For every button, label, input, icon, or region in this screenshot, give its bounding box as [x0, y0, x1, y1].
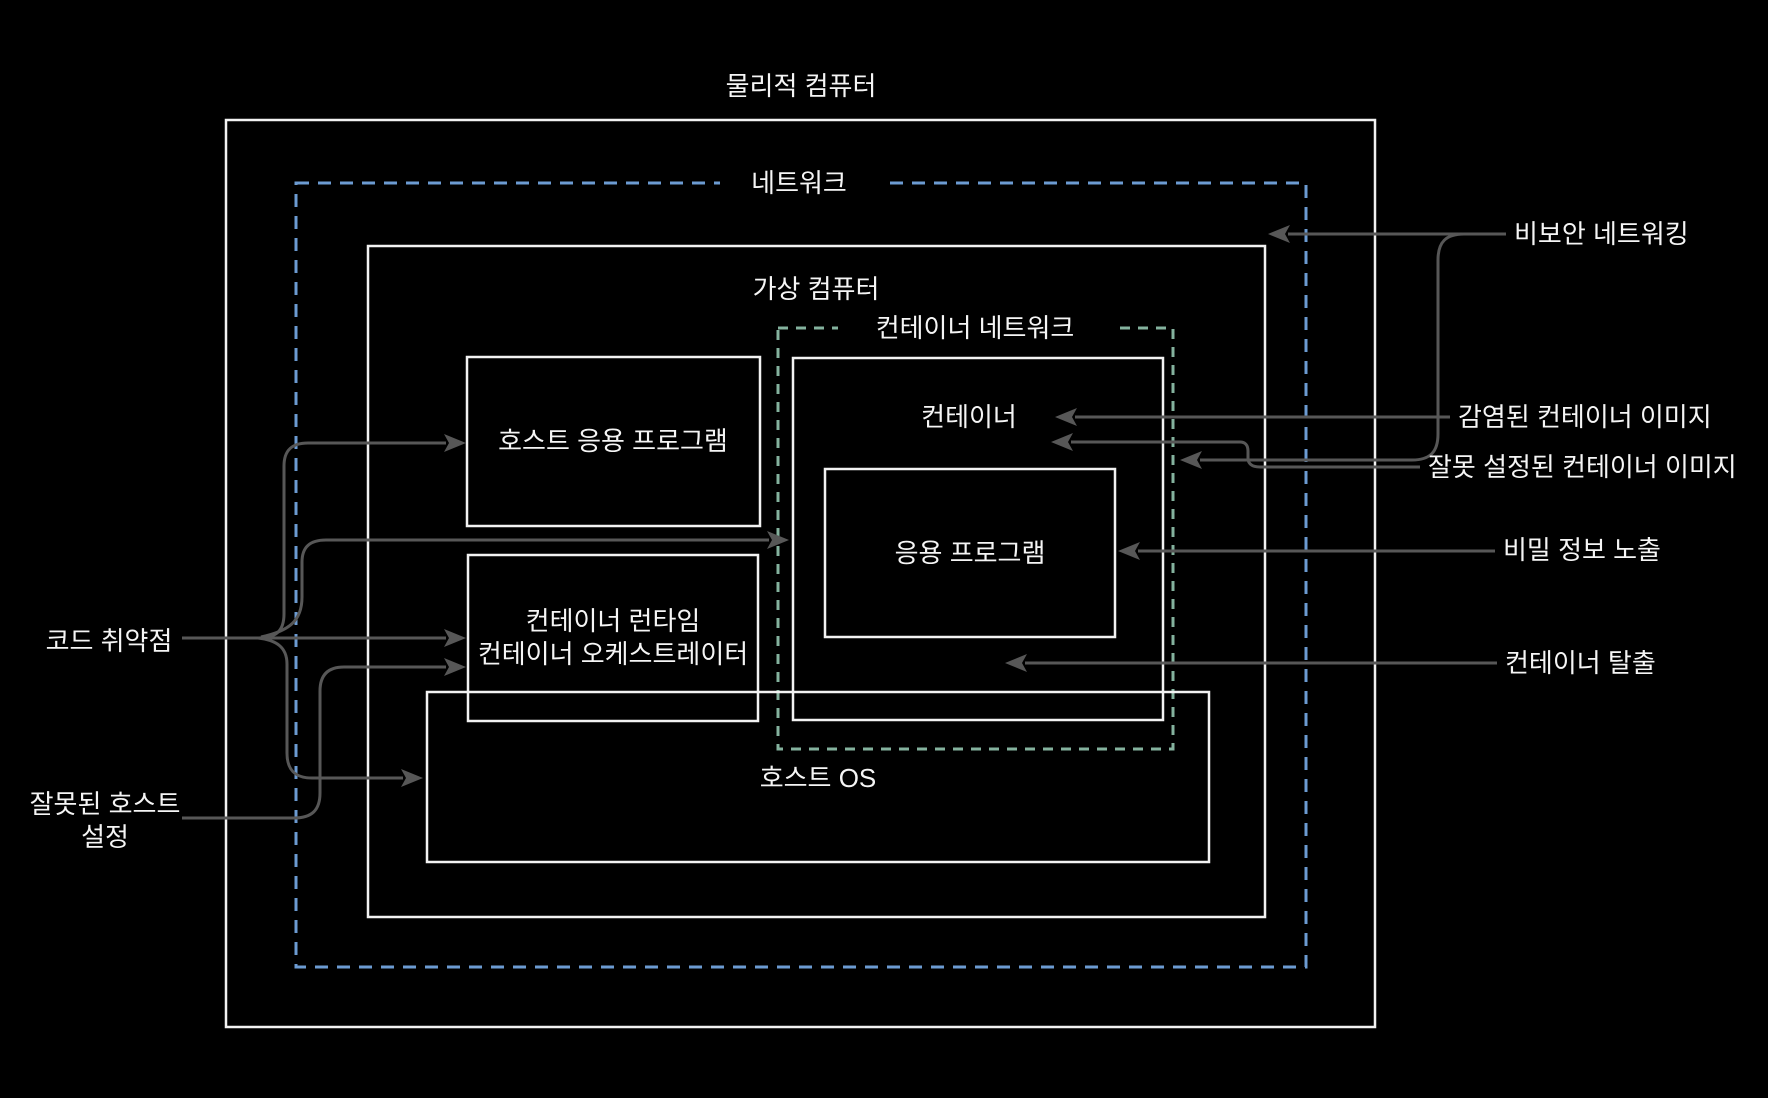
bad-host-config-connector	[182, 658, 466, 820]
arrow-head-container-1	[1055, 408, 1077, 426]
container-box	[791, 356, 1165, 722]
arrow-head-container-network	[1180, 451, 1202, 469]
arrow-head-container-escape	[1005, 654, 1027, 672]
application-box	[823, 467, 1117, 639]
insecure-networking-connector	[1180, 225, 1506, 469]
network-label-patch	[720, 166, 887, 200]
arrow-head-application	[767, 531, 789, 549]
network-dashed-box	[294, 181, 1308, 969]
code-vulnerability-connector	[182, 434, 789, 787]
misconfigured-container-image-label: 잘못 설정된 컨테이너 이미지	[1428, 452, 1737, 482]
container-label: 컨테이너	[921, 402, 1017, 432]
arrow-head-host-os	[401, 769, 423, 787]
container-network-label-patch	[838, 311, 1116, 345]
container-escape-connector	[1005, 654, 1497, 672]
container-runtime-box	[466, 553, 760, 723]
insecure-networking-label: 비보안 네트워킹	[1514, 219, 1689, 249]
diagram-title: 물리적 컴퓨터	[726, 71, 877, 101]
arrow-head-network	[1268, 225, 1290, 243]
physical-computer-box	[224, 118, 1377, 1029]
secret-exposure-label: 비밀 정보 노출	[1503, 535, 1661, 565]
container-runtime-label-line1: 컨테이너 런타임	[526, 606, 701, 636]
misconfigured-container-image-connector	[1051, 433, 1420, 469]
arrow-head-host-application	[444, 434, 466, 452]
network-label: 네트워크	[751, 168, 847, 198]
container-escape-label: 컨테이너 탈출	[1505, 648, 1656, 678]
bad-host-config-label-line1: 잘못된 호스트	[30, 789, 181, 819]
host-application-box	[465, 355, 762, 528]
arrow-head-container-2	[1051, 433, 1073, 451]
infected-container-image-label: 감염된 컨테이너 이미지	[1458, 402, 1712, 432]
host-os-box	[425, 690, 1211, 864]
virtual-computer-label: 가상 컴퓨터	[753, 274, 880, 304]
host-application-label: 호스트 응용 프로그램	[498, 426, 728, 456]
virtual-computer-box	[366, 244, 1267, 919]
infected-container-image-connector	[1055, 408, 1450, 426]
container-network-dashed-box	[776, 326, 1175, 751]
application-label: 응용 프로그램	[895, 538, 1046, 568]
secret-exposure-connector	[1118, 542, 1495, 560]
arrow-head-application-right	[1118, 542, 1140, 560]
bad-host-config-label-line2: 설정	[81, 822, 129, 852]
host-os-label: 호스트 OS	[760, 763, 877, 793]
arrow-head-container-runtime	[444, 629, 466, 647]
code-vulnerability-label: 코드 취약점	[46, 626, 173, 656]
arrow-head-container-orchestrator	[444, 658, 466, 676]
container-runtime-label-line2: 컨테이너 오케스트레이터	[478, 639, 748, 669]
container-network-label: 컨테이너 네트워크	[876, 313, 1075, 343]
